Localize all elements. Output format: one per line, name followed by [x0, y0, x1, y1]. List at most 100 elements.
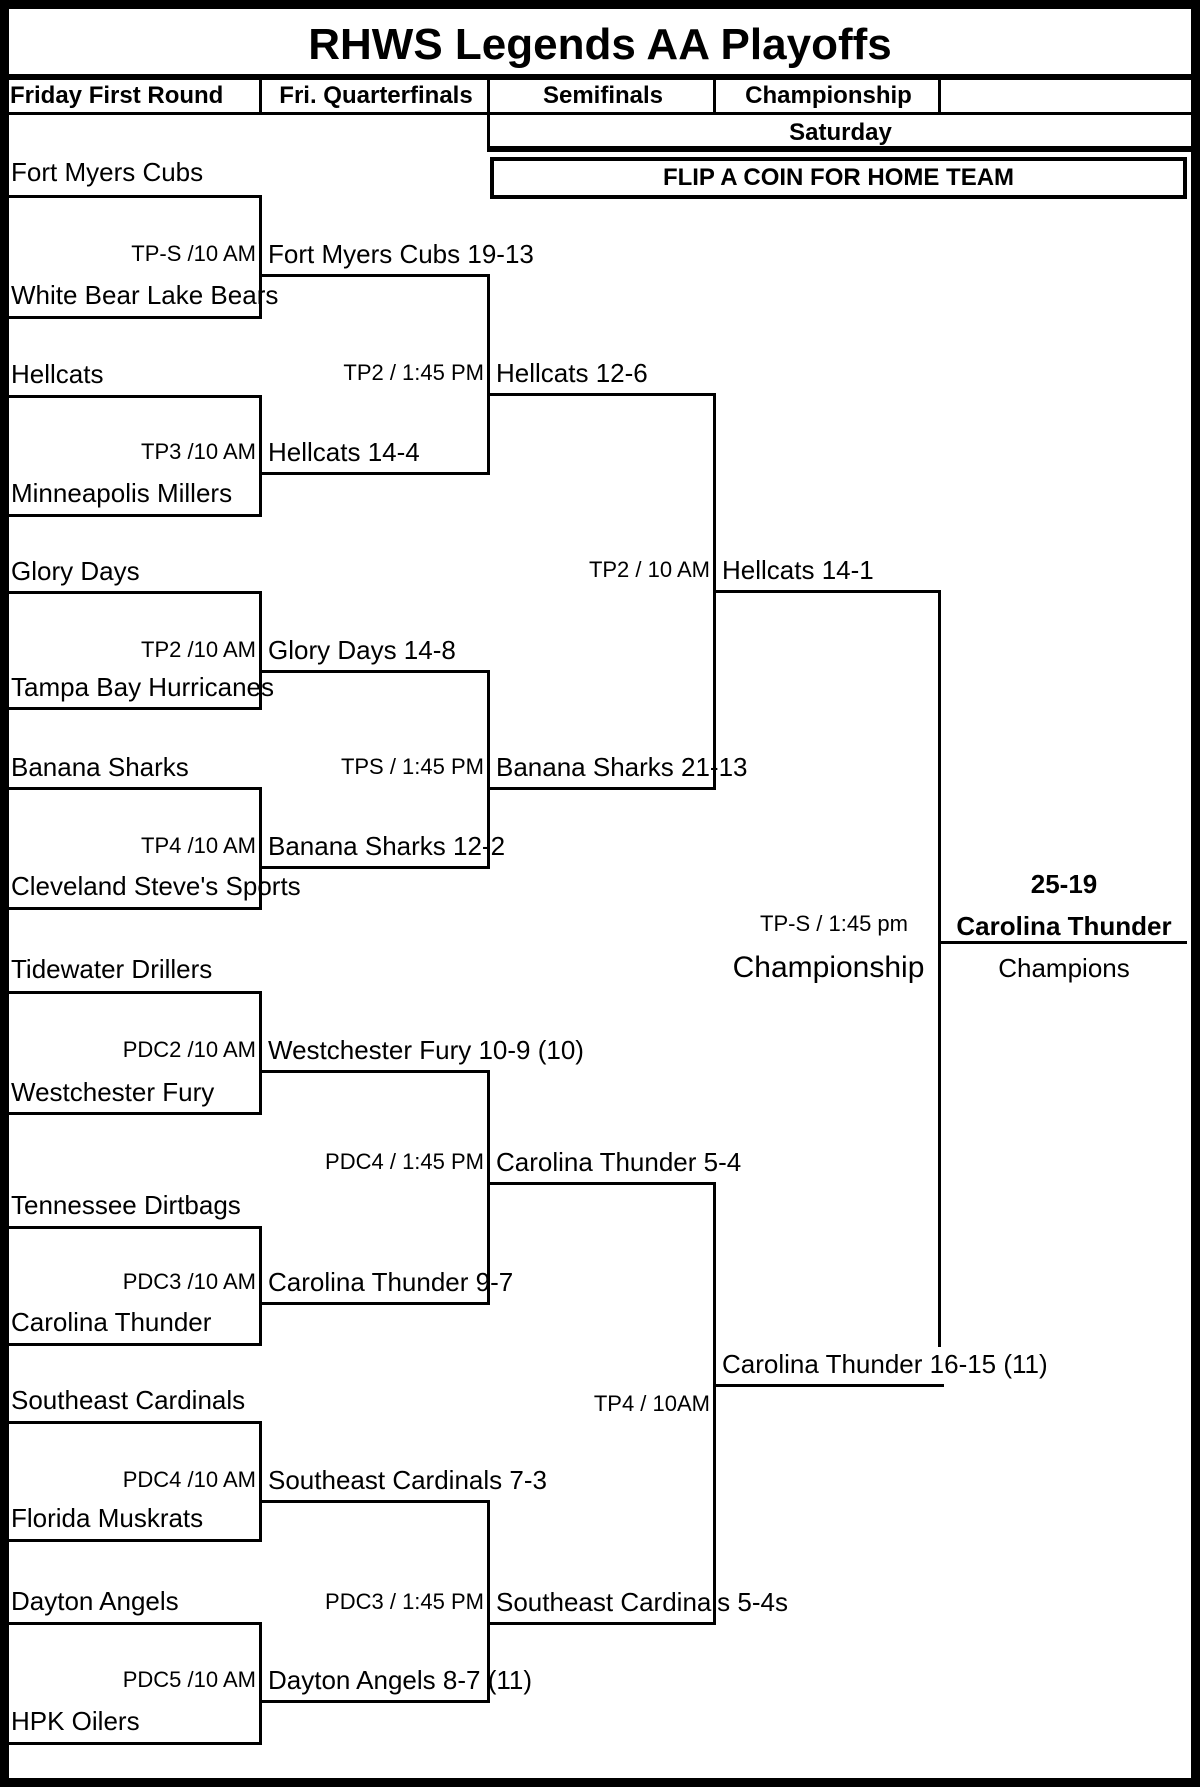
bracket-line	[9, 1742, 262, 1745]
game-label: PDC3 / 1:45 PM	[325, 1589, 484, 1614]
team-carolina-thunder: Carolina Thunder	[11, 1307, 212, 1337]
team-minneapolis-millers: Minneapolis Millers	[11, 478, 233, 508]
bracket-line	[259, 787, 262, 910]
team-tidewater-drillers: Tidewater Drillers	[11, 954, 213, 984]
bracket-line	[259, 1622, 262, 1745]
game-label: PDC5 /10 AM	[122, 1667, 256, 1692]
game-winner: Carolina Thunder 9-7	[268, 1267, 514, 1297]
header-divider	[938, 78, 941, 115]
game-winner: Banana Sharks 12-2	[268, 831, 506, 861]
game-winner: Carolina Thunder 16-15 (11)	[722, 1349, 1048, 1379]
team-tampa-bay-hurricanes: Tampa Bay Hurricanes	[11, 672, 274, 702]
game-winner: Westchester Fury 10-9 (10)	[268, 1035, 584, 1065]
bracket-line	[487, 670, 490, 869]
saturday-banner: Saturday	[789, 119, 892, 146]
game-winner: Carolina Thunder 5-4	[496, 1147, 742, 1177]
bracket-line	[9, 514, 262, 517]
bracket-line	[938, 941, 1187, 944]
team-westchester-fury: Westchester Fury	[11, 1077, 215, 1107]
game-label: TP2 / 1:45 PM	[343, 360, 484, 385]
game-label: TP3 /10 AM	[141, 439, 256, 464]
game-winner: Fort Myers Cubs 19-13	[268, 239, 534, 269]
header-divider	[713, 78, 716, 115]
header-divider	[259, 78, 262, 115]
game-label: TP2 / 10 AM	[588, 557, 710, 582]
bracket-line	[9, 907, 262, 910]
bracket-line	[487, 1500, 490, 1703]
bracket-line	[9, 1112, 262, 1115]
game-winner: Southeast Cardinals 5-4s	[496, 1587, 788, 1617]
bracket-line	[487, 274, 490, 475]
saturday-rule	[487, 146, 1191, 152]
team-florida-muskrats: Florida Muskrats	[11, 1503, 204, 1533]
bracket-line	[487, 1070, 490, 1305]
game-label: TP4 / 10AM	[593, 1391, 710, 1416]
championship-round-label: Championship	[732, 951, 925, 984]
column-header-championship: Championship	[745, 82, 912, 109]
bracket-line	[259, 195, 262, 319]
column-header-first-round: Friday First Round	[10, 82, 224, 109]
bracket-line	[9, 787, 262, 790]
game-winner: Southeast Cardinals 7-3	[268, 1465, 547, 1495]
game-label: PDC3 /10 AM	[122, 1269, 256, 1294]
bracket-line	[9, 1622, 262, 1625]
bracket-line	[9, 991, 262, 994]
bracket-line	[487, 393, 716, 396]
bracket-line	[259, 866, 490, 869]
bracket-line	[259, 670, 490, 673]
bracket-line	[713, 590, 941, 593]
bracket-line	[713, 1384, 944, 1387]
game-winner: Hellcats 14-4	[268, 437, 420, 467]
game-winner: Dayton Angels 8-7 (11)	[268, 1665, 532, 1695]
team-southeast-cardinals: Southeast Cardinals	[11, 1385, 246, 1415]
game-label: PDC2 /10 AM	[122, 1037, 256, 1062]
bracket-line	[259, 1500, 490, 1503]
saturday-cell-border	[487, 115, 490, 150]
champion-caption: Champions	[998, 953, 1130, 983]
team-glory-days: Glory Days	[11, 556, 140, 586]
bracket-line	[259, 591, 262, 710]
bracket-line	[938, 590, 941, 1347]
bracket-line	[259, 1226, 262, 1346]
team-white-bear-lake-bears: White Bear Lake Bears	[11, 280, 279, 310]
bracket-line	[259, 1302, 490, 1305]
bracket-line	[9, 1226, 262, 1229]
flip-a-coin-banner: FLIP A COIN FOR HOME TEAM	[490, 157, 1187, 199]
bracket-line	[259, 274, 490, 277]
bracket-line	[9, 591, 262, 594]
page-title: RHWS Legends AA Playoffs	[308, 20, 892, 69]
column-header-semifinals: Semifinals	[542, 82, 664, 109]
bracket-line	[259, 1700, 490, 1703]
team-tennessee-dirtbags: Tennessee Dirtbags	[11, 1190, 241, 1220]
game-label: TP-S /10 AM	[131, 241, 256, 266]
bracket-line	[9, 707, 262, 710]
bracket-line	[259, 472, 490, 475]
bracket-line	[9, 1421, 262, 1424]
team-banana-sharks: Banana Sharks	[11, 752, 189, 782]
game-winner: Hellcats 14-1	[722, 555, 874, 585]
bracket-line	[259, 1070, 490, 1073]
bracket-line	[9, 395, 262, 398]
game-label: TP2 /10 AM	[141, 637, 256, 662]
header-divider	[487, 78, 490, 115]
champion-team: Carolina Thunder	[956, 911, 1172, 941]
bracket-line	[9, 195, 262, 198]
team-hellcats: Hellcats	[11, 359, 104, 389]
header-rule	[9, 112, 1191, 115]
bracket-line	[259, 1421, 262, 1542]
bracket-line	[487, 1182, 716, 1185]
team-fort-myers-cubs: Fort Myers Cubs	[11, 157, 204, 187]
bracket-line	[487, 787, 716, 790]
team-cleveland-steves-sports: Cleveland Steve's Sports	[11, 871, 301, 901]
title-rule	[9, 74, 1191, 80]
bracket-line	[259, 395, 262, 517]
game-winner: Hellcats 12-6	[496, 358, 648, 388]
game-label: TPS / 1:45 PM	[340, 754, 484, 779]
championship-game-label: TP-S / 1:45 pm	[760, 911, 908, 936]
bracket-line	[9, 1343, 262, 1346]
game-label: TP4 /10 AM	[141, 833, 256, 858]
game-label: PDC4 / 1:45 PM	[325, 1149, 484, 1174]
game-winner: Glory Days 14-8	[268, 635, 456, 665]
bracket-line	[713, 1182, 716, 1625]
